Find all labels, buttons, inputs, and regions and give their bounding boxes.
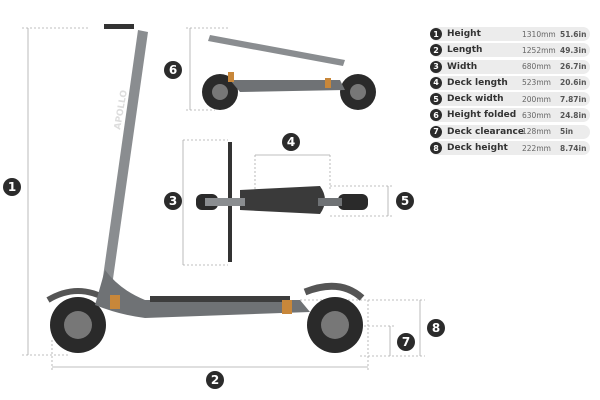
spec-in: 49.3in	[560, 45, 587, 55]
marker-deck-length: 4	[282, 133, 300, 151]
marker-width: 3	[164, 192, 182, 210]
spec-label: Deck clearance	[447, 126, 524, 137]
spec-label: Height	[447, 29, 481, 39]
spec-number: 8	[430, 142, 442, 155]
marker-height: 1	[3, 178, 21, 196]
spec-number: 5	[430, 93, 442, 106]
spec-row: 3 Width 680mm 26.7in	[430, 59, 590, 74]
scooter-folded-view	[202, 35, 376, 110]
marker-deck-height: 8	[427, 319, 445, 337]
spec-mm: 523mm	[522, 78, 551, 88]
spec-row: 1 Height 1310mm 51.6in	[430, 27, 590, 41]
scooter-side-view: APOLLO	[46, 24, 365, 353]
dimension-lines	[22, 27, 425, 372]
spec-in: 7.87in	[560, 94, 587, 104]
marker-deck-width: 5	[396, 192, 414, 210]
spec-mm: 200mm	[522, 94, 551, 104]
spec-label: Deck height	[447, 143, 508, 154]
spec-number: 2	[430, 44, 442, 57]
spec-in: 24.8in	[560, 110, 587, 120]
spec-in: 8.74in	[560, 143, 587, 153]
spec-mm: 128mm	[522, 127, 551, 137]
spec-row: 6 Height folded 630mm 24.8in	[430, 108, 590, 123]
spec-mm: 1252mm	[522, 45, 556, 55]
spec-number: 7	[430, 125, 442, 138]
spec-mm: 1310mm	[522, 29, 556, 39]
spec-in: 5in	[560, 127, 574, 137]
spec-mm: 222mm	[522, 143, 551, 153]
spec-number: 1	[430, 28, 442, 40]
spec-label: Length	[447, 45, 483, 56]
spec-label: Deck width	[447, 94, 504, 105]
spec-row: 5 Deck width 200mm 7.87in	[430, 92, 590, 107]
spec-row: 2 Length 1252mm 49.3in	[430, 43, 590, 58]
marker-height-folded: 6	[164, 61, 182, 79]
spec-in: 20.6in	[560, 78, 587, 88]
spec-label: Width	[447, 61, 478, 72]
spec-in: 26.7in	[560, 62, 587, 72]
spec-number: 3	[430, 60, 442, 73]
spec-number: 4	[430, 76, 442, 89]
spec-row: 4 Deck length 523mm 20.6in	[430, 75, 590, 90]
spec-mm: 630mm	[522, 110, 551, 120]
spec-mm: 680mm	[522, 62, 551, 72]
spec-number: 6	[430, 109, 442, 122]
scooter-top-view	[196, 142, 368, 262]
spec-in: 51.6in	[560, 29, 587, 39]
spec-label: Deck length	[447, 77, 508, 88]
spec-label: Height folded	[447, 110, 517, 121]
marker-deck-clearance: 7	[397, 333, 415, 351]
marker-length: 2	[206, 371, 224, 389]
spec-row: 8 Deck height 222mm 8.74in	[430, 141, 590, 156]
